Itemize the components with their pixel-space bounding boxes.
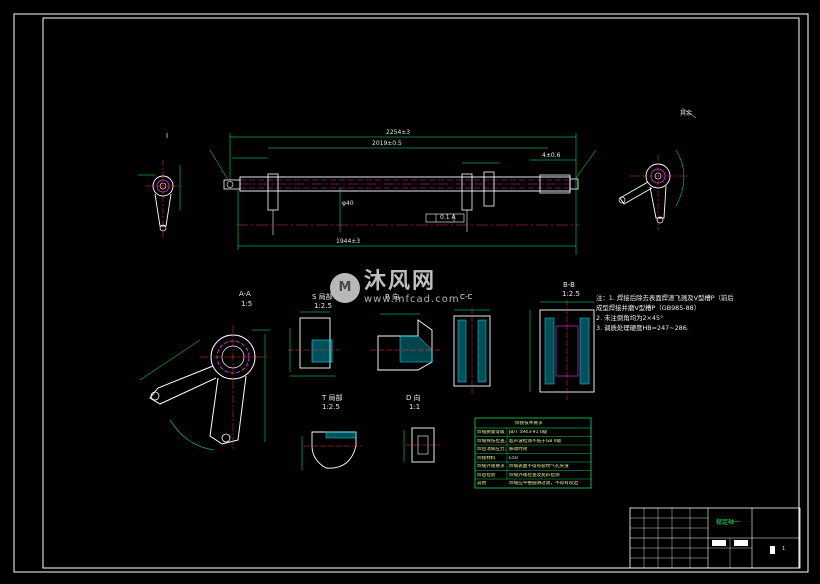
watermark-url: www.mfcad.com (364, 294, 460, 305)
req-row-label: 焊后消除应力方法 (477, 447, 506, 452)
view-t-title: T 局部 (322, 394, 343, 402)
note-line: 2. 未注倒角均为2×45° (596, 314, 664, 322)
requirements-title: 焊接技术要求 (515, 421, 543, 426)
requirements-table (474, 417, 592, 489)
section-bb-view (529, 300, 595, 400)
view-c-title: C-C (460, 293, 473, 301)
req-row-value: 超声波检测不低于GB II级 (509, 438, 562, 444)
sheet-number: 1 (782, 546, 786, 552)
req-row-value: 振动时效 (509, 447, 528, 452)
req-row-label: 焊接材料 (477, 455, 496, 461)
section-aa-view (139, 325, 270, 451)
title-block (629, 507, 801, 569)
req-row-value: 焊缝表面不得有裂纹气孔夹渣 (509, 464, 569, 469)
view-d-detail (403, 427, 440, 463)
req-row-value: JB/T 5943-91 II级 (509, 430, 548, 435)
note-line: 成型焊接并磨V型槽P（GB985-88） (596, 304, 701, 312)
view-s-scale: 1:2.5 (314, 302, 332, 310)
roughness-label: 其余 (680, 110, 693, 117)
watermark-site-name: 沐风网 (364, 269, 437, 294)
watermark: M 沐风网 www.mfcad.com (330, 270, 460, 305)
section-aa-title: A-A (239, 290, 251, 298)
req-row-value: 焊缝应平整圆滑过渡，不得有咬边 (509, 481, 578, 486)
note-line: 3. 调质处理硬度HB=247~286. (596, 324, 689, 332)
main-view-label: I (166, 132, 169, 140)
view-r-detail (370, 313, 440, 371)
req-row-value: 焊缝外观检查及变形检测 (509, 472, 560, 478)
section-aa-scale: 1:5 (241, 300, 253, 308)
view-t-scale: 1:2.5 (322, 403, 340, 411)
right-end-view (618, 107, 697, 230)
req-row-value: E50 (509, 455, 518, 461)
small-dim: 4±0.6 (542, 152, 561, 159)
mfcad-logo-icon: M (330, 272, 360, 303)
outer-frame (13, 13, 809, 573)
inner-frame (42, 17, 800, 569)
section-bb-scale: 1:2.5 (562, 290, 580, 298)
view-c-detail (453, 308, 491, 394)
left-end-view (138, 160, 182, 238)
section-bb-title: B-B (563, 281, 575, 289)
drawing-name: 稳定轴一 (716, 519, 741, 526)
req-row-label: 焊缝质量等级 (477, 430, 505, 435)
view-s-title: S 局部 (312, 293, 333, 301)
req-row-label: 焊后检验 (477, 472, 496, 478)
note-line: 注：1. 焊接后除去表面焊渣飞溅及V型槽P（前后 (596, 294, 734, 302)
main-shaft-view (209, 133, 597, 255)
overall-length-dim: 2254±3 (386, 129, 411, 136)
req-row-label: 焊缝探伤检查方法 (477, 438, 506, 444)
tolerance-label: 0.1 A (440, 214, 456, 221)
view-r-title: R 向 (385, 293, 400, 301)
req-row-label: 焊缝外观要求 (477, 464, 505, 469)
view-t-detail (301, 431, 362, 470)
view-d-title: D 向 (406, 394, 421, 402)
view-d-scale: 1:1 (409, 403, 421, 411)
bottom-length-dim: 1944±3 (336, 238, 361, 245)
view-s-detail (288, 311, 340, 377)
technical-notes: 注：1. 焊接后除去表面焊渣飞溅及V型槽P（前后 成型焊接并磨V型槽P（GB98… (596, 293, 734, 333)
inner-length-dim: 2019±0.5 (372, 140, 402, 147)
req-row-label: 其他 (477, 481, 487, 486)
vert-dim: φ40 (342, 200, 354, 207)
